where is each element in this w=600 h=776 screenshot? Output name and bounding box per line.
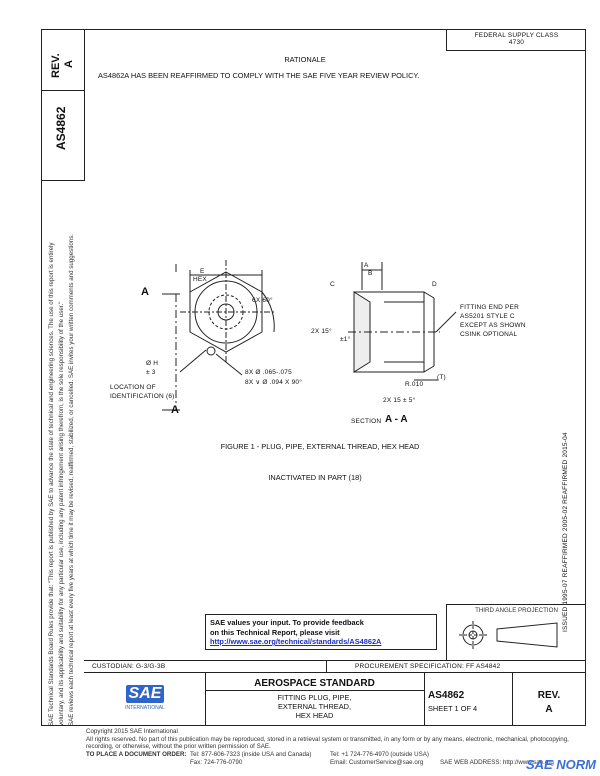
tel-label: Tel: 877-606-7323 (inside USA and Canada… xyxy=(190,751,312,758)
dim-6x60-label: 6X 60° xyxy=(252,297,273,304)
projection-label: THIRD ANGLE PROJECTION xyxy=(475,607,558,614)
section-a-top-label: A xyxy=(141,286,149,298)
divider xyxy=(41,90,84,91)
footer: Copyright 2015 SAE International All rig… xyxy=(86,728,586,751)
dim-a-label: A xyxy=(364,262,369,269)
projection-symbol-icon xyxy=(459,621,558,649)
legal-text-3: SAE reviews each technical report at lea… xyxy=(68,233,75,726)
revision-history: ISSUED 1995-07 REAFFIRMED 2005-02 REAFFI… xyxy=(562,432,569,632)
projection-box: THIRD ANGLE PROJECTION xyxy=(446,604,586,660)
dim-8x-label: 8X Ø .065-.075 xyxy=(245,369,292,376)
sae-logo-mark: SAE xyxy=(126,685,164,703)
web-label: SAE WEB ADDRESS: http://www.sae.org xyxy=(440,759,554,766)
part-title-line-2: EXTERNAL THREAD, xyxy=(277,702,352,711)
doc-number-vertical: AS4862 xyxy=(54,106,68,150)
dim-2x15-label: 2X 15 ± 5° xyxy=(383,397,416,404)
divider xyxy=(84,29,85,181)
dim-2x-angle-label: 2X 15° xyxy=(311,328,332,335)
dim-b-label: B xyxy=(368,270,373,277)
footer-rights: All rights reserved. No part of this pub… xyxy=(86,735,569,743)
dim-8x-csk-label: 8X ∨ Ø .094 X 90° xyxy=(245,379,303,386)
divider xyxy=(512,672,513,726)
dim-h-label: Ø H xyxy=(146,360,159,367)
divider xyxy=(41,180,84,181)
divider xyxy=(84,672,586,673)
feedback-line-2: on this Technical Report, please visit xyxy=(210,627,340,637)
title-rev-value: A xyxy=(545,704,553,715)
divider xyxy=(205,672,206,726)
rationale-text: AS4862A HAS BEEN REAFFIRMED TO COMPLY WI… xyxy=(98,71,420,80)
section-view-id: A - A xyxy=(385,414,408,425)
order-label: TO PLACE A DOCUMENT ORDER: xyxy=(86,751,187,758)
divider xyxy=(84,660,586,661)
legal-text-2: voluntary, and its applicability and sui… xyxy=(58,301,65,726)
location-label: LOCATION OF xyxy=(110,384,156,391)
sae-norm-watermark: SAE NORM xyxy=(525,757,596,772)
supply-class-label: FEDERAL SUPPLY CLASS xyxy=(474,32,559,39)
section-view-label: SECTION xyxy=(351,418,382,425)
feedback-box: SAE values your input. To provide feedba… xyxy=(205,614,437,650)
dim-t-label: (T) xyxy=(437,374,446,381)
divider xyxy=(424,672,425,726)
section-a-bottom-label: A xyxy=(171,404,179,416)
drawing-frame xyxy=(41,29,586,726)
sae-logo: SAE INTERNATIONAL xyxy=(115,685,175,715)
feedback-link[interactable]: http://www.sae.org/technical/standards/A… xyxy=(210,637,382,646)
dim-hex-label: HEX xyxy=(193,276,207,283)
divider xyxy=(205,690,424,691)
supply-class-box: FEDERAL SUPPLY CLASS 4730 xyxy=(446,29,586,51)
dim-e-label: E xyxy=(200,268,205,275)
fitting-note-3: EXCEPT AS SHOWN xyxy=(460,322,526,329)
dim-d-label: D xyxy=(432,281,437,288)
divider xyxy=(326,660,327,672)
dim-r-label: R.010 xyxy=(405,381,424,388)
part-title-line-1: FITTING PLUG, PIPE, xyxy=(277,693,352,702)
figure-caption: FIGURE 1 - PLUG, PIPE, EXTERNAL THREAD, … xyxy=(220,442,420,451)
standard-title: AEROSPACE STANDARD xyxy=(254,678,375,689)
identification-label: IDENTIFICATION (6) xyxy=(110,393,175,400)
title-doc-number: AS4862 xyxy=(428,690,465,701)
part-title: FITTING PLUG, PIPE, EXTERNAL THREAD, HEX… xyxy=(205,693,424,720)
rev-value-vertical: A xyxy=(63,60,75,68)
email-label: Email: CustomerService@sae.org xyxy=(330,759,424,766)
dim-c-label: C xyxy=(330,281,335,288)
fax-label: Fax: 724-776-0790 xyxy=(190,759,243,766)
fitting-note-2: AS5201 STYLE C xyxy=(460,313,515,320)
part-title-line-3: HEX HEAD xyxy=(295,711,334,720)
title-rev-label: REV. xyxy=(537,690,561,701)
footer-copyright: Copyright 2015 SAE International xyxy=(86,728,178,735)
procurement-label: PROCUREMENT SPECIFICATION: FF AS4842 xyxy=(355,663,501,670)
engineering-drawing xyxy=(162,260,457,411)
custodian-label: CUSTODIAN: G-3/G-3B xyxy=(92,663,166,670)
rationale-title: RATIONALE xyxy=(284,55,326,64)
fitting-note-1: FITTING END PER xyxy=(460,304,519,311)
footer-rights-2: recording, or otherwise, without the pri… xyxy=(86,743,271,750)
inactivated-note: INACTIVATED IN PART (18) xyxy=(268,473,362,482)
dim-h-tol-label: ± 3 xyxy=(146,369,156,376)
supply-class-code: 4730 xyxy=(508,39,525,46)
dim-2x-angle-tol: ±1° xyxy=(340,336,351,343)
legal-text-1: SAE Technical Standards Board Rules prov… xyxy=(48,242,55,727)
rev-label-vertical: REV. xyxy=(50,53,62,78)
fitting-note-4: CSINK OPTIONAL xyxy=(460,331,518,338)
tel-2-label: Tel: +1 724-776-4970 (outside USA) xyxy=(330,751,429,758)
feedback-line-1: SAE values your input. To provide feedba… xyxy=(210,618,364,627)
sheet-number: SHEET 1 OF 4 xyxy=(428,704,478,713)
sae-logo-sub: INTERNATIONAL xyxy=(125,705,165,711)
